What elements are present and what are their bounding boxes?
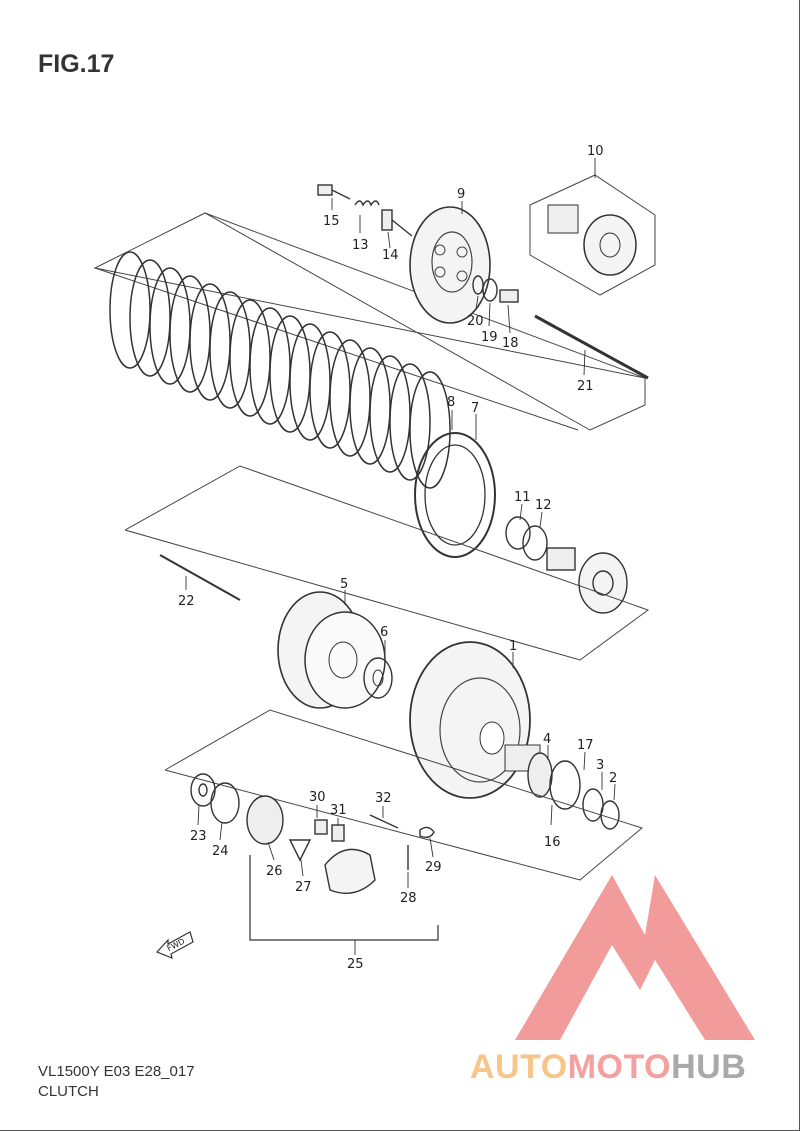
callout-30: 30 [309, 790, 326, 805]
release-assembly [529, 174, 656, 296]
bracket-25 [249, 855, 439, 941]
callout-31: 31 [330, 803, 347, 818]
callout-11: 11 [514, 490, 531, 505]
callout-15: 15 [323, 214, 340, 229]
callout-17: 17 [577, 738, 594, 753]
watermark-wordmark: AUTOMOTOHUB [470, 1048, 746, 1087]
section-name: CLUTCH [38, 1083, 99, 1100]
bearing-washer-set [505, 516, 628, 614]
callout-13: 13 [352, 238, 369, 253]
callout-1: 1 [509, 639, 517, 654]
callout-4: 4 [543, 732, 551, 747]
release-small-parts [472, 275, 519, 303]
slave-cylinder-parts [190, 773, 435, 894]
callout-18: 18 [502, 336, 519, 351]
callout-22: 22 [178, 594, 195, 609]
watermark-word-1: AUTO [470, 1048, 568, 1086]
callout-19: 19 [481, 330, 498, 345]
callout-labels: 1 2 3 4 5 6 7 8 9 10 11 12 13 14 15 16 1… [178, 144, 617, 972]
callout-14: 14 [382, 248, 399, 263]
primary-driven-gear [277, 591, 393, 709]
callout-24: 24 [212, 844, 229, 859]
callout-12: 12 [535, 498, 552, 513]
hub-group-outline [124, 465, 650, 661]
figure-title: FIG.17 [38, 50, 115, 78]
callout-16: 16 [544, 835, 561, 850]
callout-2: 2 [609, 771, 617, 786]
callout-28: 28 [400, 891, 417, 906]
callout-20: 20 [467, 314, 484, 329]
leader-lines [185, 158, 616, 955]
callout-21: 21 [577, 379, 594, 394]
callout-3: 3 [596, 758, 604, 773]
callout-10: 10 [587, 144, 604, 159]
clutch-plate-stack [109, 251, 496, 558]
model-code: VL1500Y E03 E28_017 [38, 1063, 195, 1080]
bolt-spring-set [317, 184, 413, 237]
watermark-word-3: HUB [671, 1048, 747, 1086]
callout-29: 29 [425, 860, 442, 875]
callout-6: 6 [380, 625, 388, 640]
push-rod-short [159, 554, 241, 601]
callout-26: 26 [266, 864, 283, 879]
callout-32: 32 [375, 791, 392, 806]
callout-5: 5 [340, 577, 348, 592]
sprocket-washer-set [527, 752, 620, 830]
callout-25: 25 [347, 957, 364, 972]
fwd-arrow-icon: FWD [155, 931, 194, 959]
push-rod-long [534, 314, 649, 380]
callout-27: 27 [295, 880, 312, 895]
callout-7: 7 [471, 401, 479, 416]
watermark-symbol [515, 875, 755, 1040]
plate-group-outline [93, 212, 646, 431]
watermark-word-2: MOTO [567, 1048, 672, 1086]
master-cylinder-group-outline [164, 709, 644, 881]
pressure-plate [409, 206, 491, 324]
callout-8: 8 [447, 395, 455, 410]
callout-9: 9 [457, 187, 465, 202]
callout-23: 23 [190, 829, 207, 844]
